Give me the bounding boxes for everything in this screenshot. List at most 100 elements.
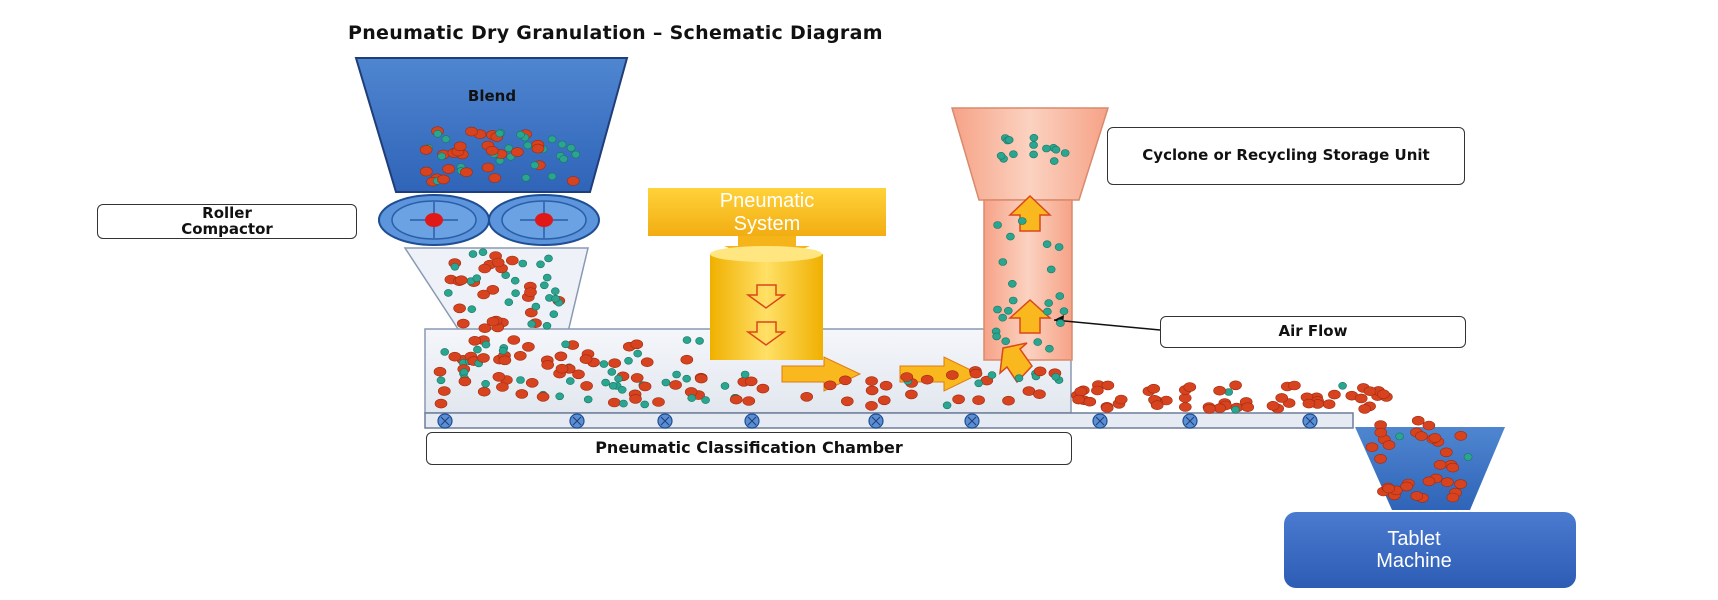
fines-particle xyxy=(544,254,553,263)
fines-particle xyxy=(542,321,552,330)
granule-particle xyxy=(442,164,455,174)
pneumatic-label-line2: System xyxy=(734,213,801,235)
fines-particle xyxy=(450,262,460,271)
granule-particle xyxy=(541,360,555,370)
blend-hopper xyxy=(354,57,629,193)
granule-particle xyxy=(554,351,568,362)
granule-particle xyxy=(629,394,642,404)
granule-particle xyxy=(1374,453,1387,464)
granule-particle xyxy=(433,366,447,377)
fines-particle xyxy=(682,336,692,344)
granule-particle xyxy=(491,257,505,268)
granule-particle xyxy=(972,395,985,406)
granule-particle xyxy=(630,373,644,383)
granule-particle xyxy=(465,126,478,137)
fines-particle xyxy=(440,348,450,356)
fines-particle xyxy=(559,155,568,163)
granule-particle xyxy=(555,363,569,374)
fines-particle xyxy=(1056,319,1065,327)
fines-particle xyxy=(1029,150,1038,159)
fines-particle xyxy=(1224,388,1233,396)
granule-particle xyxy=(1446,492,1460,503)
fines-particle xyxy=(1051,145,1061,154)
granule-particle xyxy=(1241,402,1254,413)
fines-particle xyxy=(1231,405,1240,414)
granule-particle xyxy=(1302,398,1316,409)
fines-particle xyxy=(1049,157,1059,165)
granule-particle xyxy=(1415,431,1428,441)
blend-label: Blend xyxy=(468,87,516,105)
granule-particle xyxy=(744,376,758,387)
granule-particle xyxy=(652,397,665,407)
fines-particle xyxy=(1054,243,1064,251)
fines-particle xyxy=(1463,453,1473,461)
fines-particle xyxy=(478,248,488,256)
granule-particle xyxy=(454,275,468,286)
fines-particle xyxy=(437,152,447,161)
granule-particle xyxy=(1072,394,1085,405)
fines-particle xyxy=(504,144,514,152)
fines-particle xyxy=(549,310,559,319)
fines-particle xyxy=(516,376,525,384)
fines-particle xyxy=(974,379,984,388)
fines-particle xyxy=(687,394,697,402)
fines-particle xyxy=(998,313,1008,322)
chamber-label: Pneumatic Classification Chamber xyxy=(426,432,1072,465)
fines-particle xyxy=(551,294,560,303)
granule-particle xyxy=(1114,394,1128,405)
fines-particle xyxy=(1006,232,1015,241)
fines-particle xyxy=(1044,299,1053,307)
granule-particle xyxy=(437,386,451,396)
fines-particle xyxy=(510,276,520,285)
granule-particle xyxy=(800,391,814,402)
granule-particle xyxy=(838,375,852,386)
fines-particle xyxy=(518,259,528,268)
granule-particle xyxy=(1183,382,1197,392)
granule-particle xyxy=(969,368,983,379)
fines-particle xyxy=(1029,141,1038,149)
granule-particle xyxy=(1358,404,1371,414)
granule-particle xyxy=(1150,400,1164,411)
granule-particle xyxy=(510,147,524,157)
granule-particle xyxy=(515,389,529,399)
granule-particle xyxy=(481,162,495,173)
tablet-label-line2: Machine xyxy=(1376,550,1452,572)
granule-particle xyxy=(505,255,519,266)
granule-particle xyxy=(1203,403,1216,414)
fines-particle xyxy=(1003,306,1013,315)
fines-particle xyxy=(640,400,650,409)
fines-particle xyxy=(550,287,560,296)
granule-particle xyxy=(448,351,462,362)
granule-particle xyxy=(1074,386,1088,397)
air-flow-label: Air Flow xyxy=(1160,316,1466,348)
granule-particle xyxy=(486,316,500,327)
fines-particle xyxy=(561,340,570,349)
granule-particle xyxy=(522,341,535,352)
granule-particle xyxy=(1033,389,1046,400)
granule-particle xyxy=(1266,400,1280,411)
fines-particle xyxy=(527,320,537,328)
granule-particle xyxy=(478,263,492,274)
fines-particle xyxy=(547,135,557,144)
granule-particle xyxy=(680,354,694,365)
fines-particle xyxy=(608,381,618,390)
granule-particle xyxy=(524,287,537,298)
fines-particle xyxy=(467,305,477,314)
granule-particle xyxy=(877,395,891,406)
granule-particle xyxy=(525,377,539,388)
granule-particle xyxy=(865,400,878,411)
granule-particle xyxy=(920,374,934,385)
fines-particle xyxy=(1059,307,1069,316)
granule-particle xyxy=(1411,415,1425,426)
fines-particle xyxy=(539,281,549,290)
fines-particle xyxy=(1008,296,1018,305)
fines-particle xyxy=(1033,338,1042,346)
granule-particle xyxy=(477,386,491,397)
granule-particle xyxy=(1328,389,1341,400)
granule-particle xyxy=(531,143,545,154)
roller-compactor-label: Roller Compactor xyxy=(97,204,357,239)
granule-particle xyxy=(1382,483,1395,494)
granule-particle xyxy=(477,353,490,363)
granule-particle xyxy=(1178,393,1192,403)
fines-particle xyxy=(661,378,671,387)
